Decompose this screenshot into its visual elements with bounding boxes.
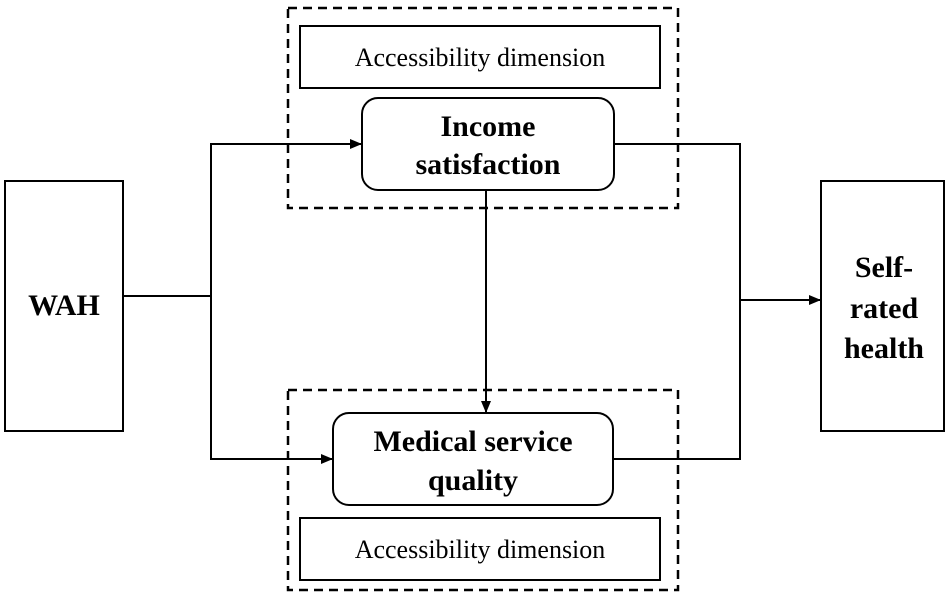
wah-to-income-arrow [210, 139, 362, 296]
top-accessibility-group [286, 6, 680, 210]
health-label-line3: health [844, 332, 924, 365]
wah-label: WAH [28, 289, 100, 322]
health-label-line1: Self- [855, 251, 913, 284]
bottom-accessibility-label: Accessibility dimension [355, 535, 606, 564]
income-to-join-line [614, 143, 741, 300]
self-rated-health-box [820, 180, 945, 432]
income-label-line2: satisfaction [416, 148, 561, 181]
bottom-accessibility-group [286, 388, 680, 592]
wah-box [4, 180, 124, 432]
income-label-line1: Income [441, 110, 536, 143]
health-label-line2: rated [850, 292, 919, 325]
bottom-accessibility-box [299, 517, 661, 581]
top-accessibility-label: Accessibility dimension [355, 43, 606, 72]
medical-to-join-line [613, 300, 741, 460]
top-accessibility-box [299, 25, 661, 89]
medical-label-line2: quality [428, 464, 518, 497]
wah-to-medical-arrow [210, 296, 333, 464]
medical-label-line1: Medical service [373, 425, 572, 458]
